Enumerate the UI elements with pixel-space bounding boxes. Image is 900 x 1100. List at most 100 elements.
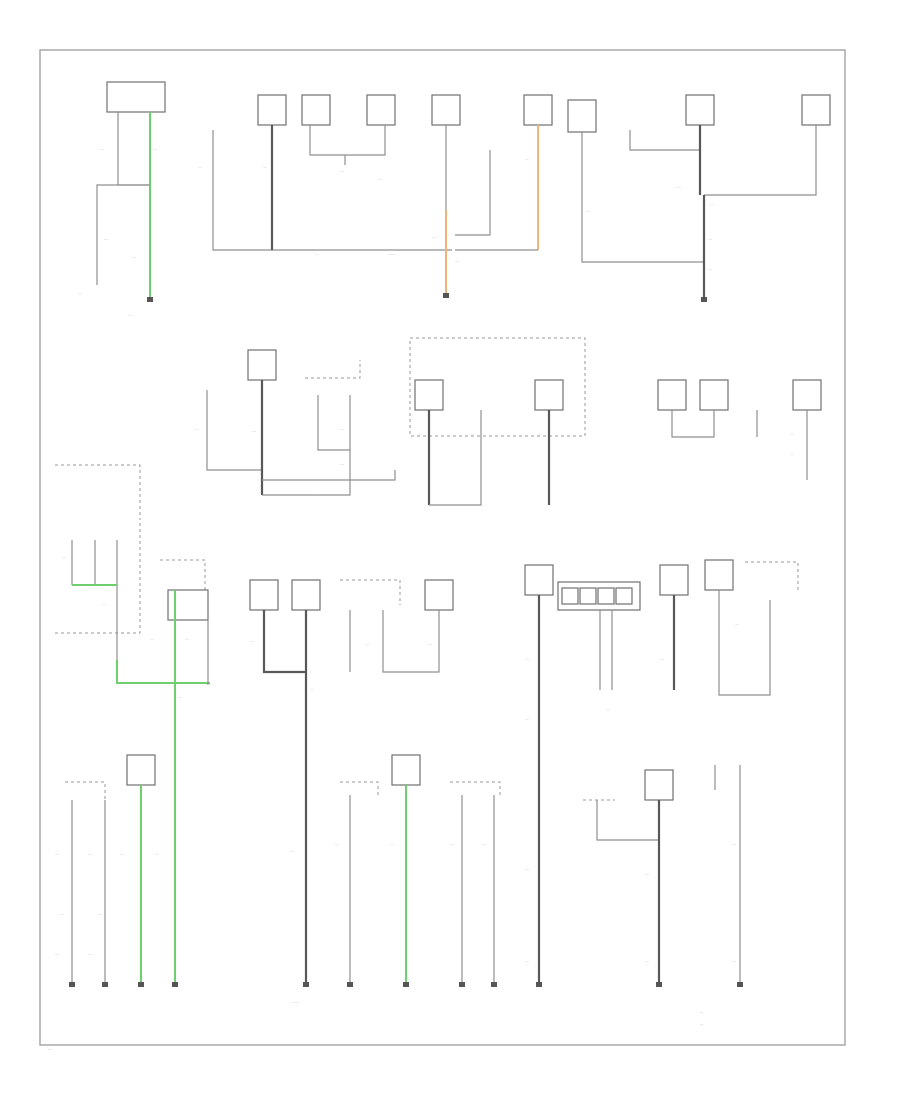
row-3-components: .... .... .... .... .... .... .... .... …: [55, 464, 799, 985]
wire-label: ....: [198, 165, 202, 169]
wire-label: ....: [290, 849, 294, 853]
wire: [429, 410, 482, 506]
wire-label: ....: [708, 267, 712, 271]
component-box: [792, 379, 822, 411]
wire: [629, 130, 700, 151]
wire-label: ....: [660, 657, 664, 661]
wire-label: ....: [310, 687, 314, 691]
component-box: [257, 94, 287, 126]
ground-terminal: [69, 982, 75, 987]
component-box: [567, 99, 597, 133]
ground-terminal: [459, 982, 465, 987]
connector-outline: [340, 579, 401, 605]
wire-label: ....: [98, 912, 102, 916]
component-box: [644, 769, 674, 801]
component-box: [523, 94, 553, 126]
wire: [581, 132, 704, 263]
ground-terminal: [737, 982, 743, 987]
component-box: [126, 754, 156, 786]
wire-label: ....: [55, 952, 59, 956]
wire-label: ....: [790, 432, 794, 436]
component-box: [391, 754, 421, 786]
connector-pin: [615, 587, 633, 605]
ground-terminal: [303, 982, 309, 987]
ground-terminal: [172, 982, 178, 987]
wire-label: ....: [525, 157, 529, 161]
wire: [96, 184, 150, 230]
wire-label: ....: [195, 427, 199, 431]
ground-terminal: [138, 982, 144, 987]
module-outline: [409, 337, 586, 437]
wire-label: ....: [60, 912, 64, 916]
wire-label: ....: [538, 432, 542, 436]
wire-label: ....: [450, 842, 454, 846]
wire-label: ....: [88, 952, 92, 956]
wire-label: ....: [732, 842, 736, 846]
wire-label: ....: [78, 291, 82, 295]
wire-label: ....: [102, 602, 106, 606]
wire-label: ....: [340, 427, 344, 431]
wire-label: ....: [790, 452, 794, 456]
wire: [206, 390, 262, 471]
wire-label: ....: [428, 642, 432, 646]
component-box: [657, 379, 687, 411]
wire-label: ....: [104, 237, 108, 241]
connector-outline: [305, 360, 361, 379]
wire: [117, 112, 150, 186]
connector-outline: [65, 781, 106, 800]
wire-label: ....: [365, 642, 369, 646]
ground-label: .....: [128, 313, 133, 317]
wire-label: ....: [378, 177, 382, 181]
wire-label: ....: [340, 462, 344, 466]
wire: [262, 450, 351, 496]
row-2-components: .... .... .... .... .... .... .... .... …: [195, 337, 822, 506]
wire-label: ....: [155, 852, 159, 856]
row-1-components: .... .... .... .... .... ..... .: [78, 81, 831, 317]
ground-terminal: [147, 297, 153, 302]
wire: [718, 590, 771, 696]
connector-pin: [561, 587, 579, 605]
wire: [309, 125, 386, 156]
wire: [212, 130, 452, 251]
wire-label: ....: [735, 622, 739, 626]
wire-label: ....: [645, 959, 649, 963]
wire-label: ....: [88, 852, 92, 856]
component-box: [659, 564, 689, 596]
component-box: [366, 94, 396, 126]
legend-note-2: ...: [700, 1022, 703, 1026]
wire-label: ....: [732, 959, 736, 963]
connector-outline: [340, 781, 379, 795]
connector-outline: [450, 781, 501, 795]
wire-label: ....: [185, 637, 189, 641]
wire-label: ....: [263, 165, 267, 169]
wire-label: ....: [455, 259, 459, 263]
component-box: [431, 94, 461, 126]
ground-terminal: [536, 982, 542, 987]
component-box: [106, 81, 166, 113]
wire-label: ......: [675, 185, 681, 189]
wire-label: ....: [120, 852, 124, 856]
wire-label: ....: [525, 867, 529, 871]
component-box: [801, 94, 831, 126]
ground-terminal: [656, 982, 662, 987]
ground-terminal: [347, 982, 353, 987]
ground-label: .......: [292, 1000, 299, 1004]
module-outline: [55, 464, 141, 520]
connector-pin: [597, 587, 615, 605]
wire: [455, 150, 491, 236]
wire: [671, 410, 715, 438]
component-box: [301, 94, 331, 126]
component-box: [524, 564, 554, 596]
wire-label: ....: [100, 147, 104, 151]
component-box: [704, 559, 734, 591]
wire-label: ....: [708, 237, 712, 241]
row-4-components: .... .... .... .... .... .... .... .... …: [55, 754, 743, 1004]
wire-label: .....: [586, 209, 591, 213]
wire-label: ....: [150, 637, 154, 641]
wire-label: ....: [482, 842, 486, 846]
wire-green: [116, 660, 210, 684]
wire-dark: [262, 610, 306, 674]
wire-label: ....: [432, 235, 436, 239]
wire-label: ....: [312, 492, 316, 496]
wire-label: ....: [525, 959, 529, 963]
